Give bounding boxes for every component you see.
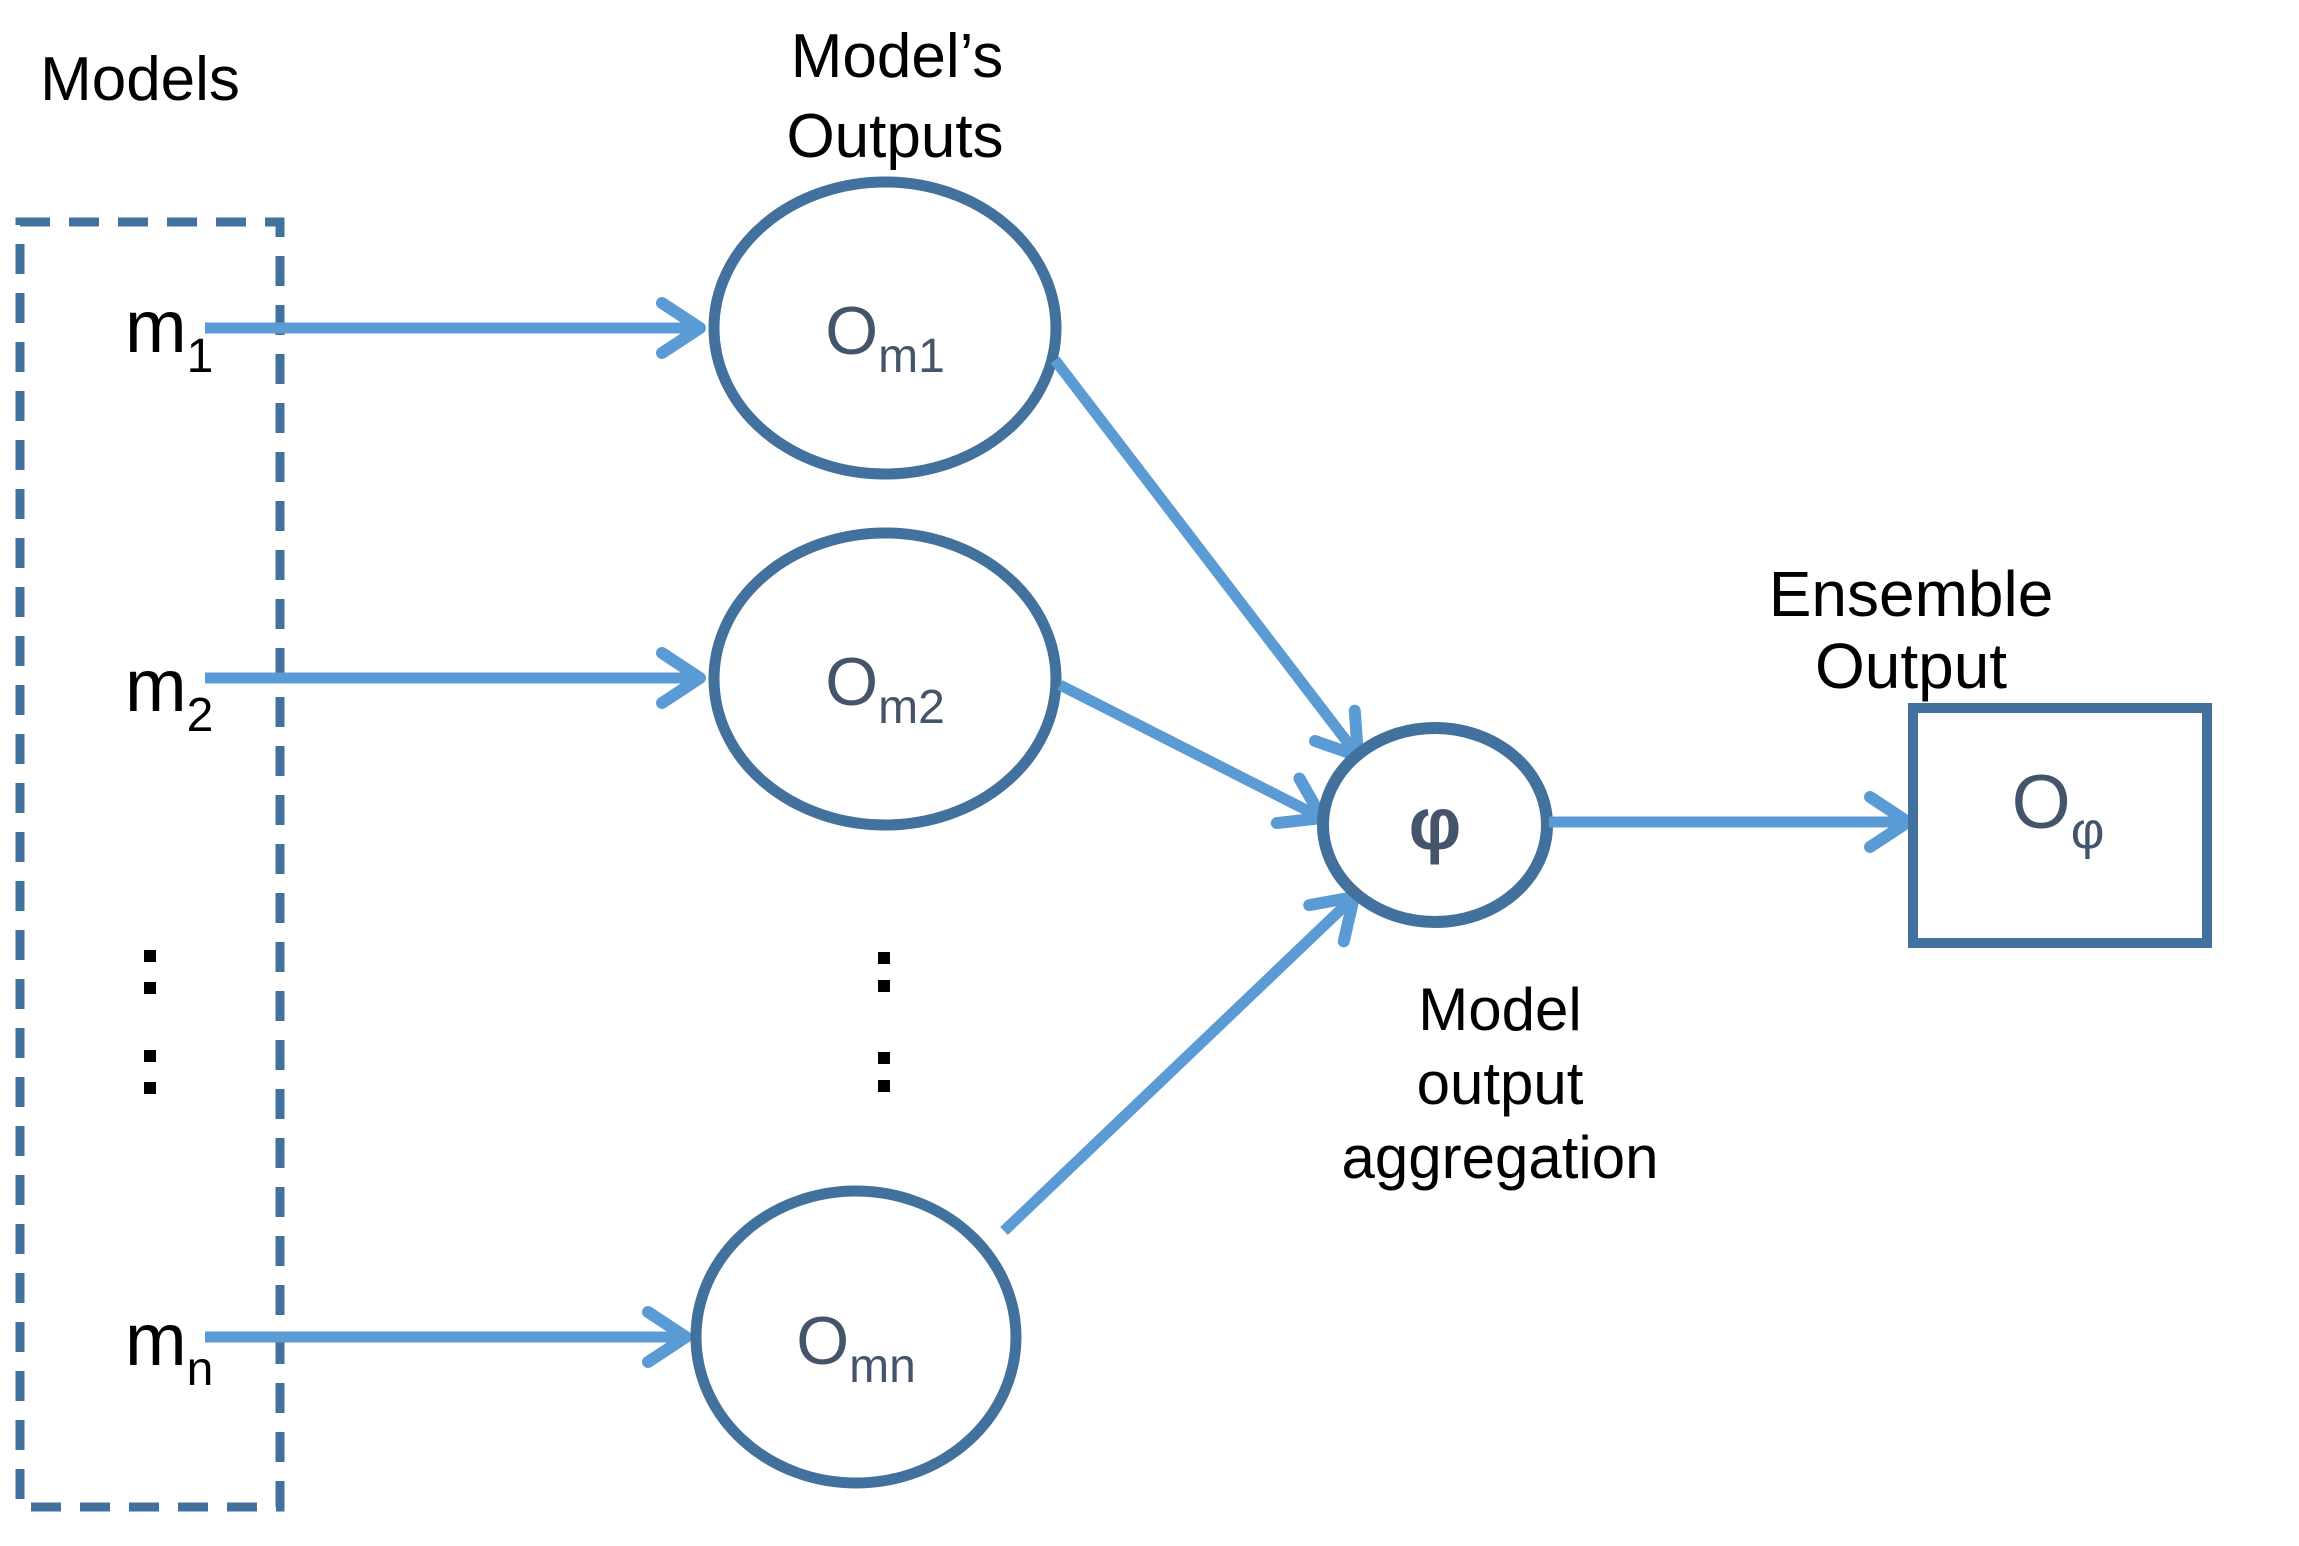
node-omn-sub: mn [849, 1340, 916, 1393]
node-om2-circle [708, 527, 1062, 831]
ensemble-output-sub: φ [2071, 802, 2105, 860]
model-label-m2: m2 [125, 644, 213, 742]
arrow-om2-to-phi [1057, 680, 1328, 830]
node-phi-circle [1317, 722, 1553, 928]
node-omn-circle [690, 1185, 1022, 1489]
model-label-m1: m1 [125, 285, 213, 383]
node-om2-sub: m2 [878, 681, 945, 734]
ensemble-output-box [1908, 703, 2212, 948]
outputs-heading-line1: Model’s [791, 22, 1004, 91]
node-phi-label: φ [1409, 782, 1462, 865]
aggregation-caption-line2: output [1417, 1050, 1584, 1117]
arrow-om1-to-phi [1050, 356, 1364, 762]
models-dashed-container [15, 217, 285, 1512]
aggregation-caption-line3: aggregation [1342, 1124, 1659, 1191]
model-m1-sub: 1 [187, 330, 214, 383]
vertical-ellipsis-middle-icon [878, 952, 890, 1092]
ensemble-output-base: O [2012, 760, 2071, 845]
model-m2-sub: 2 [187, 689, 214, 742]
model-mn-sub: n [187, 1343, 214, 1396]
ensemble-output-label: Oφ [2012, 760, 2105, 860]
node-omn-base: O [796, 1303, 849, 1379]
ensemble-heading-line1: Ensemble [1769, 558, 2054, 630]
model-label-mn: mn [125, 1298, 213, 1396]
model-m2-base: m [125, 644, 187, 727]
node-om2-label: Om2 [825, 644, 945, 734]
aggregation-caption-line1: Model [1418, 976, 1581, 1043]
models-group-label: Models [40, 45, 240, 114]
node-om1-circle [708, 176, 1062, 480]
node-om2-base: O [825, 644, 878, 720]
outputs-heading-line2: Outputs [786, 102, 1003, 171]
node-om1-label: Om1 [825, 293, 945, 383]
model-mn-base: m [125, 1298, 187, 1381]
model-m1-base: m [125, 285, 187, 368]
node-om1-sub: m1 [878, 330, 945, 383]
arrow-omn-to-phi [1000, 891, 1360, 1235]
ensemble-heading-line2: Output [1815, 630, 2007, 702]
node-om1-base: O [825, 293, 878, 369]
vertical-ellipsis-left-icon [144, 950, 156, 1094]
node-omn-label: Omn [796, 1303, 916, 1393]
